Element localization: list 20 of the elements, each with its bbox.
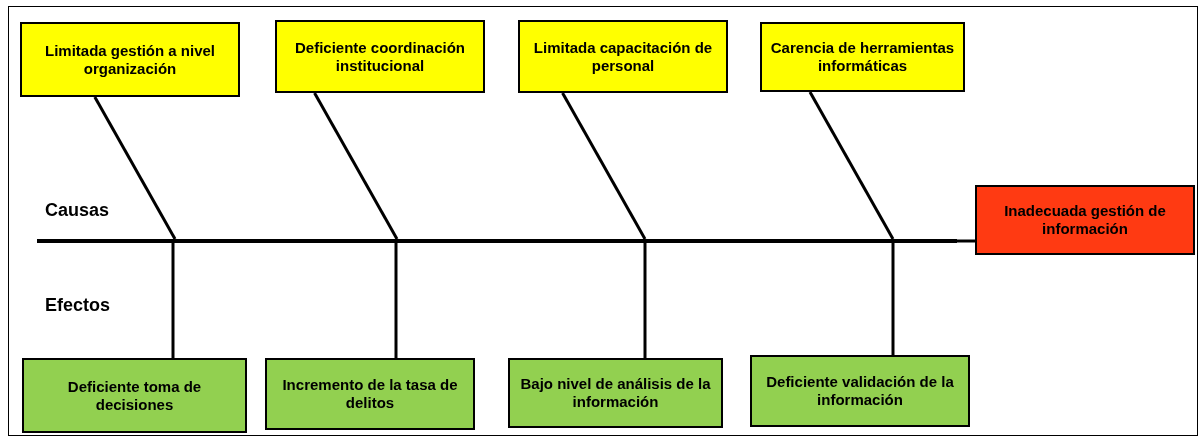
effect-box: Deficiente toma de decisiones <box>22 358 247 433</box>
cause-box: Carencia de herramientas informáticas <box>760 22 965 92</box>
connector-line <box>891 243 895 355</box>
cause-box: Limitada capacitación de personal <box>518 20 728 93</box>
connector-line <box>808 91 895 240</box>
effect-box: Incremento de la tasa de delitos <box>265 358 475 430</box>
connector-line <box>643 243 647 358</box>
connector-line <box>394 243 398 358</box>
connector-line <box>957 239 975 243</box>
connector-line <box>561 92 647 240</box>
connector-line <box>93 96 177 240</box>
connector-line <box>171 243 175 358</box>
problem-box: Inadecuada gestión de información <box>975 185 1195 255</box>
effect-box: Deficiente validación de la información <box>750 355 970 427</box>
effect-box: Bajo nivel de análisis de la información <box>508 358 723 428</box>
connector-line <box>313 92 399 240</box>
cause-box: Deficiente coordinación institucional <box>275 20 485 93</box>
section-label: Causas <box>45 200 110 221</box>
section-label: Efectos <box>45 295 111 316</box>
cause-box: Limitada gestión a nivel organización <box>20 22 240 97</box>
